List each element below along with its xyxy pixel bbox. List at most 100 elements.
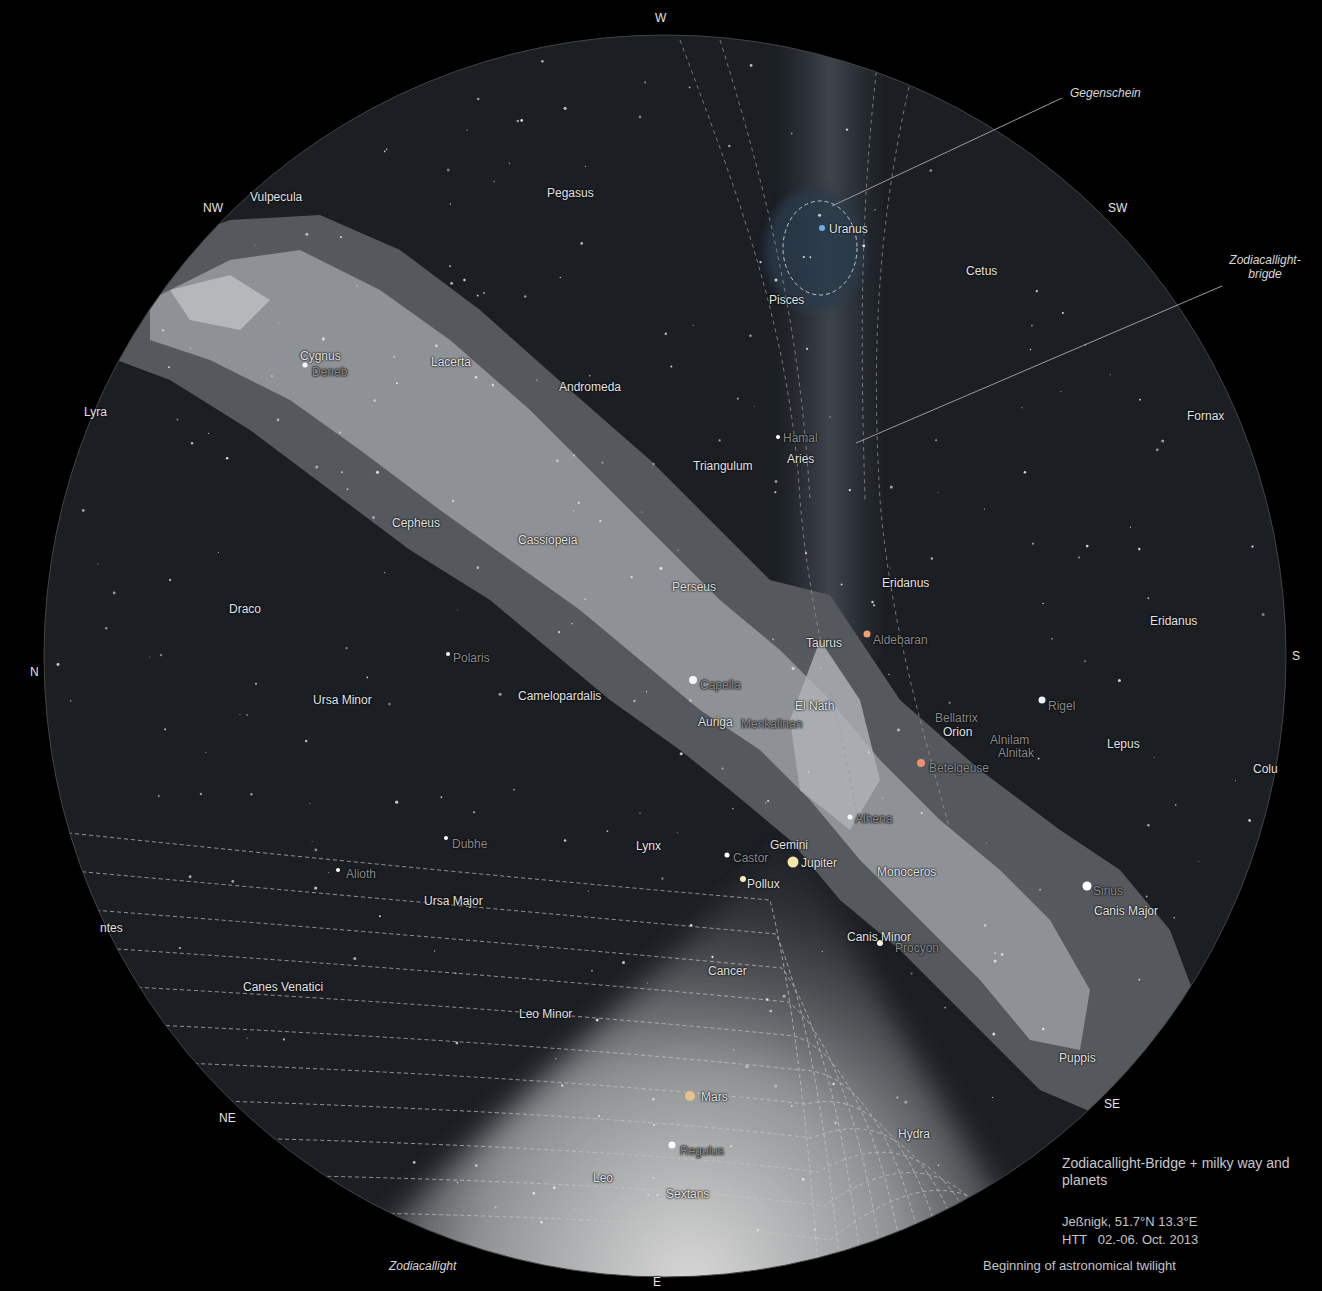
star-dot (737, 398, 739, 400)
sky-label: Sirius (1093, 884, 1123, 898)
sky-label: Gegenschein (1070, 86, 1141, 100)
leader-line (856, 286, 1222, 443)
star-dot (376, 471, 379, 474)
star-dot (341, 471, 343, 473)
sky-label: Alnilam (990, 733, 1029, 747)
star-dot (315, 849, 318, 852)
star-dot (475, 1164, 478, 1167)
star-dot (246, 1037, 247, 1038)
bridge-isophotes (680, 40, 950, 830)
star-dot (1086, 545, 1089, 548)
star-dot (718, 439, 720, 441)
isophote-lines (40, 830, 1040, 1290)
star-dot (874, 209, 875, 210)
star-dot (455, 1042, 458, 1045)
star-dot (1251, 545, 1253, 547)
star-dot (509, 162, 511, 164)
sky-label: Gemini (770, 838, 808, 852)
zodiacal-bridge (775, 40, 885, 660)
star-dot (591, 970, 593, 972)
star-dot (396, 382, 398, 384)
sky-label: Ursa Minor (313, 693, 372, 707)
star-dot (388, 703, 391, 706)
star-dot (897, 729, 900, 732)
star-dot (792, 667, 795, 670)
gegenschein-outline (783, 201, 857, 295)
star-dot (574, 1209, 575, 1210)
star-dot (1138, 548, 1141, 551)
star-dot (476, 566, 479, 569)
star-dot (70, 700, 71, 701)
star-dot (413, 1161, 416, 1164)
sky-label: Colu (1253, 762, 1278, 776)
star-dot (328, 872, 329, 873)
star-dot (149, 656, 150, 657)
star-dot (452, 500, 454, 502)
sky-label: Beginning of astronomical twilight (983, 1259, 1176, 1273)
star-dot (783, 995, 786, 998)
star-dot (808, 771, 810, 773)
star-dot (255, 683, 257, 685)
star-dot (162, 329, 165, 332)
star-dot (656, 1194, 658, 1196)
star-dot (434, 950, 436, 952)
sky-label: Lacerta (431, 355, 471, 369)
star-dot (1042, 1028, 1044, 1030)
star-dot (677, 832, 678, 833)
sky-label: NE (219, 1111, 236, 1125)
sky-label: Taurus (806, 636, 842, 650)
star-dot (200, 793, 202, 795)
star-dot (754, 406, 755, 407)
sky-label: Cancer (708, 964, 747, 978)
sky-label: Puppis (1059, 1051, 1096, 1065)
star-dot (598, 1115, 600, 1117)
star-dot (315, 465, 318, 468)
sky-label: Alnitak (998, 746, 1034, 760)
sky-label: Leo (593, 1171, 613, 1185)
star-dot (218, 552, 219, 553)
star-dot (366, 676, 368, 678)
star-dot (347, 488, 349, 490)
star-dot (1039, 697, 1046, 704)
star-dot (910, 972, 912, 974)
star-dot (57, 663, 60, 666)
star-dot (805, 552, 807, 554)
star-dot (447, 168, 450, 171)
star-dot (659, 567, 662, 570)
star-dot (820, 667, 821, 668)
star-dot (533, 1192, 536, 1195)
star-dot (599, 520, 601, 522)
star-dot (607, 830, 609, 832)
star-dot (750, 64, 753, 67)
star-dot (477, 98, 480, 101)
sky-label: SE (1104, 1097, 1120, 1111)
sky-label: Hydra (898, 1127, 930, 1141)
star-dot (882, 797, 883, 798)
star-dot (455, 972, 457, 974)
star-dot (630, 576, 632, 578)
sky-label: Draco (229, 602, 261, 616)
sky-label: Eridanus (1150, 614, 1197, 628)
star-dot (1262, 613, 1265, 616)
star-dot (802, 1178, 805, 1181)
star-dot (457, 1182, 459, 1184)
star-dot (371, 405, 372, 406)
star-dot (992, 1033, 995, 1036)
star-dot (573, 510, 575, 512)
star-dot (766, 998, 769, 1001)
sky-label: Bellatrix (935, 711, 978, 725)
sky-label: Aries (787, 452, 814, 466)
planet-dot (819, 225, 825, 231)
sky-label: Monoceros (877, 865, 936, 879)
star-dot (340, 236, 342, 238)
sky-label: Jeßnigk, 51.7°N 13.3°E (1062, 1215, 1197, 1229)
star-dot (873, 604, 875, 606)
star-dot (690, 924, 692, 926)
star-dot (205, 752, 206, 753)
star-dot (647, 982, 648, 983)
star-dot (578, 502, 580, 504)
star-dot (949, 702, 951, 704)
sky-label: Jupiter (801, 856, 837, 870)
star-dot (652, 463, 654, 465)
star-dot (158, 795, 160, 797)
